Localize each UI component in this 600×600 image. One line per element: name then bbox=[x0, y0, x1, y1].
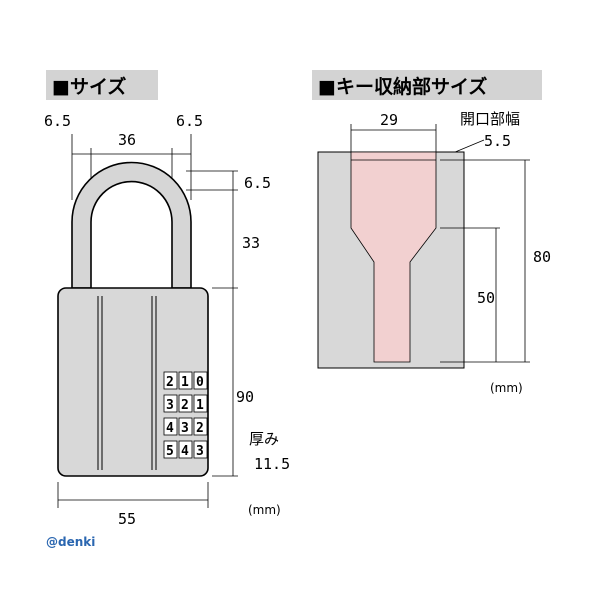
unit-label-right: (mm) bbox=[490, 381, 523, 395]
thickness-value: 11.5 bbox=[254, 455, 290, 473]
dial-digit: 2 bbox=[181, 398, 189, 413]
dial-digit: 3 bbox=[181, 421, 189, 436]
dim-body-width: 55 bbox=[118, 510, 136, 528]
dial-digit: 1 bbox=[196, 398, 204, 413]
key-storage-header-bg bbox=[312, 70, 542, 100]
dim-body-height: 90 bbox=[236, 388, 254, 406]
dim-shackle-side-left: 6.5 bbox=[44, 112, 71, 130]
dial-digit: 5 bbox=[166, 444, 174, 459]
dial-digit: 4 bbox=[181, 444, 189, 459]
dial-cell bbox=[163, 371, 178, 390]
dim-shackle-height: 33 bbox=[242, 234, 260, 252]
dim-total-height: 80 bbox=[533, 248, 551, 266]
dial-window: 2 1 0 3 2 1 4 3 2 bbox=[163, 371, 208, 459]
dial-digit: 2 bbox=[196, 421, 204, 436]
dial-digit: 3 bbox=[166, 398, 174, 413]
dial-digit: 0 bbox=[196, 375, 204, 390]
dial-cell bbox=[193, 371, 208, 390]
dial-cell bbox=[193, 394, 208, 413]
dial-cell bbox=[178, 394, 193, 413]
dial-cell bbox=[178, 417, 193, 436]
dim-shackle-side-right: 6.5 bbox=[176, 112, 203, 130]
right-panel: ■キー収納部サイズ 29 開口部幅 5.5 80 50 (mm) bbox=[312, 70, 551, 395]
dial-cell bbox=[193, 417, 208, 436]
dial-cell bbox=[163, 440, 178, 459]
dial-row-3[interactable]: 4 3 2 bbox=[163, 417, 208, 436]
dial-digit: 3 bbox=[196, 444, 204, 459]
key-storage-header: ■キー収納部サイズ bbox=[318, 75, 487, 98]
thickness-label: 厚み bbox=[249, 430, 279, 448]
dial-row-1[interactable]: 2 1 0 bbox=[163, 371, 208, 390]
dim-shackle-inner-width: 36 bbox=[118, 131, 136, 149]
dial-cell bbox=[178, 371, 193, 390]
dial-cell bbox=[178, 440, 193, 459]
dial-row-4[interactable]: 5 4 3 bbox=[163, 440, 208, 459]
dial-cell bbox=[163, 394, 178, 413]
unit-label-left: (mm) bbox=[248, 503, 281, 517]
shackle bbox=[71, 161, 192, 289]
dim-narrow-height: 50 bbox=[477, 289, 495, 307]
opening-label: 開口部幅 bbox=[460, 110, 520, 128]
dial-row-2[interactable]: 3 2 1 bbox=[163, 394, 208, 413]
size-header: ■サイズ bbox=[52, 75, 126, 98]
dial-digit: 1 bbox=[181, 375, 189, 390]
dial-cell bbox=[163, 417, 178, 436]
dial-cell bbox=[193, 440, 208, 459]
dial-digit: 4 bbox=[166, 421, 174, 436]
size-header-bg bbox=[46, 70, 158, 100]
opening-value: 5.5 bbox=[484, 132, 511, 150]
dim-slot-width: 29 bbox=[380, 111, 398, 129]
dim-shackle-top-thickness: 6.5 bbox=[244, 174, 271, 192]
key-slot bbox=[350, 151, 437, 363]
left-panel: ■サイズ 6.5 36 6.5 6.5 33 90 bbox=[44, 70, 290, 549]
dial-digit: 2 bbox=[166, 375, 174, 390]
denki-logo: @denki bbox=[46, 535, 95, 549]
